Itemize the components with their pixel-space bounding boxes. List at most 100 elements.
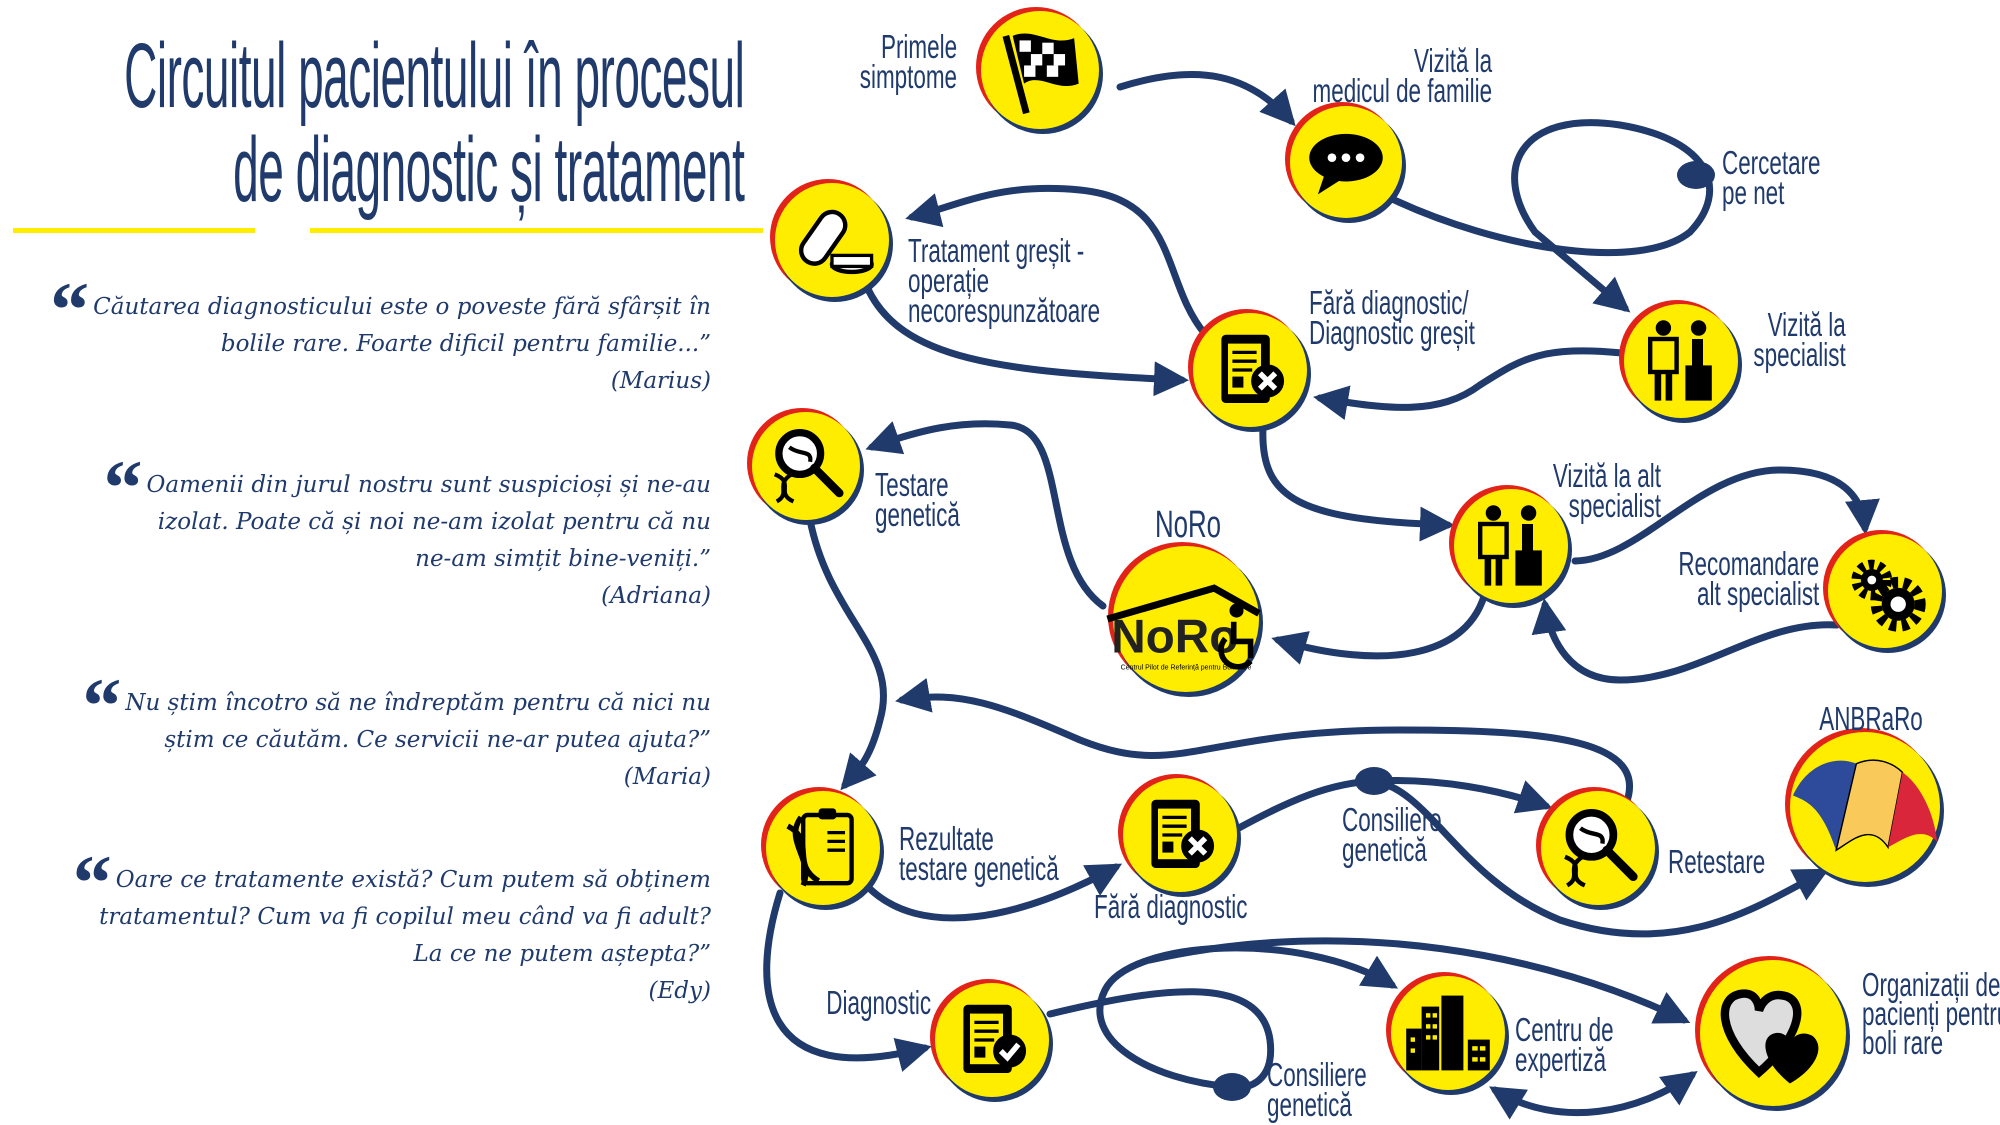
page-title-line2: de diagnostic și tratament [232, 119, 745, 221]
document-x-icon [1151, 799, 1215, 868]
node-rezultate [761, 787, 884, 910]
building-icon [1406, 995, 1490, 1071]
arrow-tratament-to-fara-diagnostic [863, 283, 1189, 397]
quote-text: Oare ce tratamente există? Cum putem să … [115, 867, 711, 893]
quote-text: Oamenii din jurul nostru sunt suspicioși… [146, 472, 712, 498]
node-fara-diagnostic-gresit [1188, 309, 1311, 432]
label-anbraro: ANBRaRo [1819, 700, 1923, 737]
quote-edy: “Oare ce tratamente există? Cum putem să… [73, 844, 711, 1010]
arrow-retestare-loop-back [895, 678, 1634, 808]
svg-text:NoRo: NoRo [1111, 611, 1238, 664]
title-underline-right [310, 228, 763, 233]
arrow-specialist-to-fara-diagnostic [1313, 347, 1626, 420]
hearts-icon [1720, 989, 1819, 1084]
arrow-noro-to-testare [865, 420, 1107, 610]
quote-mark-icon: “ [50, 266, 90, 353]
arrow-alt-specialist-to-recomandare [1571, 466, 1880, 565]
arrow-rezultate-to-fara-diagnostic [863, 863, 1123, 922]
arrow-medic-to-specialist [1386, 119, 1714, 313]
waypoint-dot-consiliere-sus [1355, 767, 1393, 795]
dna-clipboard-icon [786, 808, 854, 887]
quote-text: Nu știm încotro să ne îndreptăm pentru c… [125, 690, 711, 716]
quote-author: (Adriana) [601, 583, 711, 609]
gears-icon [1851, 559, 1926, 632]
quote-text: La ce ne putem aștepta?” [413, 941, 711, 967]
quote-text: ne-am simțit bine-veniți.” [415, 546, 711, 572]
waypoint-dot-consiliere-jos [1213, 1073, 1251, 1101]
node-testare-genetica [747, 408, 864, 525]
doctor-patient-icon [1477, 505, 1542, 586]
node-retestare [1536, 787, 1659, 910]
quote-author: (Edy) [648, 978, 711, 1004]
quote-text: tratamentul? Cum va fi copilul meu când … [99, 904, 711, 930]
node-fara-diagnostic [1118, 774, 1241, 897]
node-diagnostic [930, 979, 1053, 1102]
quote-mark-icon: “ [72, 839, 112, 926]
node-centru-expertiza [1386, 972, 1509, 1095]
arrow-centru-organizatii-bidirectional [1489, 1070, 1698, 1120]
arrow-fara-diagnostic-to-tratament [905, 184, 1209, 338]
quote-text: știm ce căutăm. Ce servicii ne-ar putea … [164, 727, 711, 753]
arrow-recomandare-to-alt-specialist [1531, 598, 1841, 684]
label-fara-diagnostic: Fără diagnostic [1094, 888, 1248, 925]
doctor-patient-icon [1647, 320, 1712, 401]
quote-mark-icon: “ [82, 662, 122, 749]
dna-magnifier-icon [773, 428, 844, 504]
label-retestare: Retestare [1668, 843, 1766, 880]
arrow-rezultate-to-diagnostic [763, 889, 932, 1072]
quote-text: bolile rare. Foarte dificil pentru famil… [220, 331, 711, 357]
quote-text: Căutarea diagnosticului este o poveste f… [93, 294, 711, 320]
node-primele-simptome [976, 7, 1103, 134]
arrow-simptome-to-medic [1116, 70, 1296, 127]
quote-adriana: “Oamenii din jurul nostru sunt suspicioș… [104, 449, 712, 615]
svg-text:Centrul Pilot de Referință pen: Centrul Pilot de Referință pentru Boli R… [1121, 665, 1252, 672]
waypoint-dot-cercetare [1677, 161, 1715, 189]
title-underline-left [13, 228, 255, 233]
umbrella-logo-icon [1792, 759, 1938, 852]
node-vizita-specialist [1619, 300, 1742, 423]
node-organizatii [1695, 956, 1850, 1111]
document-check-icon [963, 1004, 1027, 1073]
label-diagnostic: Diagnostic [826, 984, 931, 1021]
quote-mark-icon: “ [103, 444, 143, 531]
node-medic-familie [1285, 102, 1406, 223]
arrow-diagnostic-to-organizatii [1146, 937, 1691, 1024]
node-tratament-gresit [770, 179, 893, 302]
quote-author: (Marius) [610, 368, 711, 394]
label-fara-diagnostic-gresit: Fără diagnostic/Diagnostic greșit [1309, 284, 1475, 351]
label-noro: NoRo [1154, 504, 1222, 546]
arrow-fara-diagnostic-to-alt-specialist [1259, 423, 1455, 542]
quote-maria: “Nu știm încotro să ne îndreptăm pentru … [82, 667, 711, 796]
page-title-line1: Circuitul pacientului în procesul [123, 25, 745, 127]
flag-icon [1002, 33, 1079, 115]
arrow-alt-specialist-to-noro [1271, 585, 1490, 665]
quote-marius: “Căutarea diagnosticului este o poveste … [50, 271, 711, 400]
node-vizita-alt-specialist [1449, 485, 1572, 608]
document-x-icon [1221, 334, 1285, 403]
arrow-testare-to-rezultate [806, 516, 888, 791]
speech-bubble-icon [1309, 133, 1383, 195]
arrow-consiliere-to-anbraro [1370, 777, 1830, 938]
pills-icon [798, 209, 874, 275]
quote-author: (Maria) [623, 764, 711, 790]
node-recomandare [1823, 530, 1946, 653]
quote-text: izolat. Poate că și noi ne-am izolat pen… [157, 509, 711, 535]
node-anbraro [1785, 728, 1944, 887]
